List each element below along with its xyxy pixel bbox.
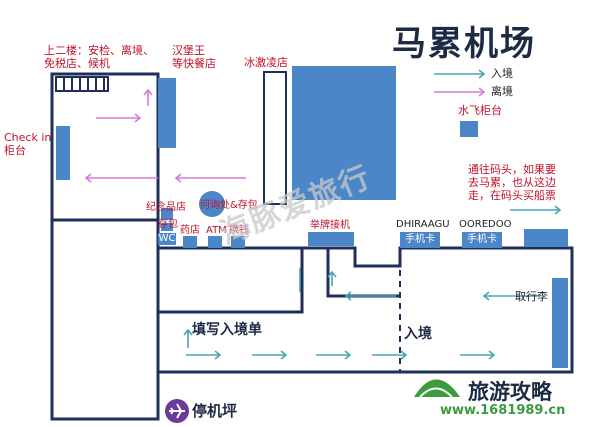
sim2-label: 手机卡 xyxy=(467,234,497,245)
ooredoo-label: OOREDOO xyxy=(459,219,512,230)
apron-label: 停机坪 xyxy=(192,402,238,420)
icecream-label: 冰激凌店 xyxy=(244,56,288,69)
seaplane-counter xyxy=(460,121,478,137)
burger-line2: 等快餐店 xyxy=(172,57,216,70)
atm-label: ATM xyxy=(206,225,227,236)
ferry-line1: 通往码头，如果要 xyxy=(468,163,556,176)
exchange-label: 换钱 xyxy=(229,225,249,236)
counters xyxy=(56,66,568,368)
brand-name: 旅游攻略 xyxy=(468,380,552,404)
form-label: 填写入境单 xyxy=(192,322,262,338)
storage-label: 存包 xyxy=(158,219,178,230)
wc-block xyxy=(158,233,176,245)
burger-line1: 汉堡王 xyxy=(172,44,205,57)
exchange-block xyxy=(231,236,245,248)
atm-block xyxy=(208,236,222,248)
info-label: 问询处&存包 xyxy=(200,200,258,211)
burger-shop xyxy=(158,78,176,148)
checkin-line2: 柜台 xyxy=(4,144,26,157)
icecream-counter xyxy=(263,71,287,205)
dhiraagu-label: DHIRAAGU xyxy=(396,219,450,230)
corner-block xyxy=(524,229,568,247)
baggage-label: 取行李 xyxy=(515,290,548,303)
second-floor-line1: 上二楼：安检、离境、 xyxy=(44,44,154,57)
dhiraagu-block xyxy=(400,232,440,248)
souvenir-shop xyxy=(161,208,173,220)
page-title: 马累机场 xyxy=(392,24,536,64)
ooredoo-block xyxy=(462,232,502,248)
info-desk xyxy=(199,191,225,217)
pickup-block xyxy=(308,232,354,246)
sim1-label: 手机卡 xyxy=(405,234,435,245)
checkin-counter xyxy=(56,126,70,180)
stairs xyxy=(55,76,109,92)
pharmacy-block xyxy=(183,236,197,248)
storage-shop xyxy=(161,223,173,231)
legend-departure: 离境 xyxy=(491,85,513,98)
brand-wave xyxy=(419,387,453,398)
ferry-line3: 走，在码头买船票 xyxy=(468,189,556,202)
icecream-block xyxy=(292,66,396,200)
baggage-belt xyxy=(552,278,568,368)
wc-label: WC xyxy=(158,233,176,244)
airplane-glyph xyxy=(169,403,185,419)
second-floor-line2: 免税店、候机 xyxy=(44,57,110,70)
legend-arrival: 入境 xyxy=(491,67,513,80)
pickup-label: 举牌接机 xyxy=(310,220,350,231)
checkin-line1: Check in xyxy=(4,131,52,144)
souvenir-label: 纪念品店 xyxy=(146,202,186,213)
ferry-line2: 去马累，也从这边 xyxy=(468,176,556,189)
arrival-arrows xyxy=(183,69,562,360)
departure-arrows xyxy=(84,87,486,183)
brand-url: www.1681989.cn xyxy=(440,403,566,418)
seaplane-label: 水飞柜台 xyxy=(458,104,502,117)
pharmacy-label: 药店 xyxy=(180,225,200,236)
immigration-label: 入境 xyxy=(404,326,432,342)
